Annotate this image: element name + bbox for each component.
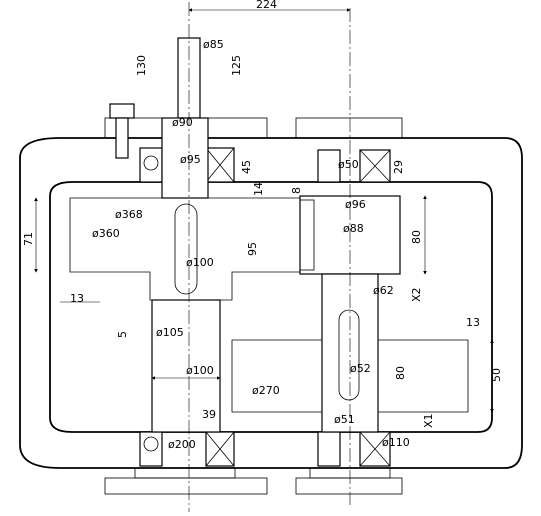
bearing-cross — [205, 147, 235, 183]
dim-51: ø51 — [334, 413, 355, 426]
dim-80a: 80 — [410, 230, 423, 244]
input-shaft-body — [161, 117, 209, 199]
dim-14: 14 — [252, 182, 265, 196]
dim-13b: 13 — [466, 316, 480, 329]
dim-80b: 80 — [394, 366, 407, 380]
large-gear-left — [69, 197, 301, 301]
dim-360: ø360 — [92, 227, 120, 240]
dim-13a: 13 — [70, 292, 84, 305]
bearing-top-right — [317, 149, 341, 183]
right-top-cap — [295, 117, 403, 139]
dim-X1: X1 — [422, 413, 435, 428]
dim-95a: ø95 — [180, 153, 201, 166]
bolt-shank — [115, 117, 129, 159]
dim-62: ø62 — [373, 284, 394, 297]
dim-90: ø90 — [172, 116, 193, 129]
dim-130: 130 — [135, 55, 148, 76]
keyway-left — [174, 203, 198, 295]
large-gear-right — [231, 339, 469, 413]
dim-105: ø105 — [156, 326, 184, 339]
housing-inner — [49, 181, 493, 433]
left-bottom-housing — [134, 467, 236, 479]
bearing-bottom-right — [317, 431, 341, 467]
dim-88: ø88 — [343, 222, 364, 235]
dim-50: ø50 — [338, 158, 359, 171]
dim-270: ø270 — [252, 384, 280, 397]
dim-29: 29 — [392, 160, 405, 174]
keyway-right — [338, 309, 360, 401]
dim-100a: ø100 — [186, 256, 214, 269]
bearing-ball — [143, 155, 159, 171]
bearing-top-left — [139, 147, 163, 183]
housing-outer — [19, 137, 523, 469]
bearing-bottom-left — [139, 431, 163, 467]
dim-52: ø52 — [350, 362, 371, 375]
dim-110: ø110 — [382, 436, 410, 449]
dim-5: 5 — [116, 331, 129, 338]
dim-368: ø368 — [115, 208, 143, 221]
shaft-left-lower — [151, 299, 221, 433]
left-bottom-cap — [104, 477, 268, 495]
dim-125: 125 — [230, 55, 243, 76]
right-bottom-cap — [295, 477, 403, 495]
dim-X2: X2 — [410, 287, 423, 302]
bolt-head — [109, 103, 135, 119]
dim-224: 224 — [256, 0, 277, 11]
pinion-right-hatch — [299, 199, 315, 271]
dim-39: 39 — [202, 408, 216, 421]
dim-85: ø85 — [203, 38, 224, 51]
dim-200: ø200 — [168, 438, 196, 451]
dim-8: 8 — [290, 187, 303, 194]
dim-95b: 95 — [246, 242, 259, 256]
dim-96: ø96 — [345, 198, 366, 211]
dim-45: 45 — [240, 160, 253, 174]
dim-100b: ø100 — [186, 364, 214, 377]
dim-71: 71 — [22, 232, 35, 246]
